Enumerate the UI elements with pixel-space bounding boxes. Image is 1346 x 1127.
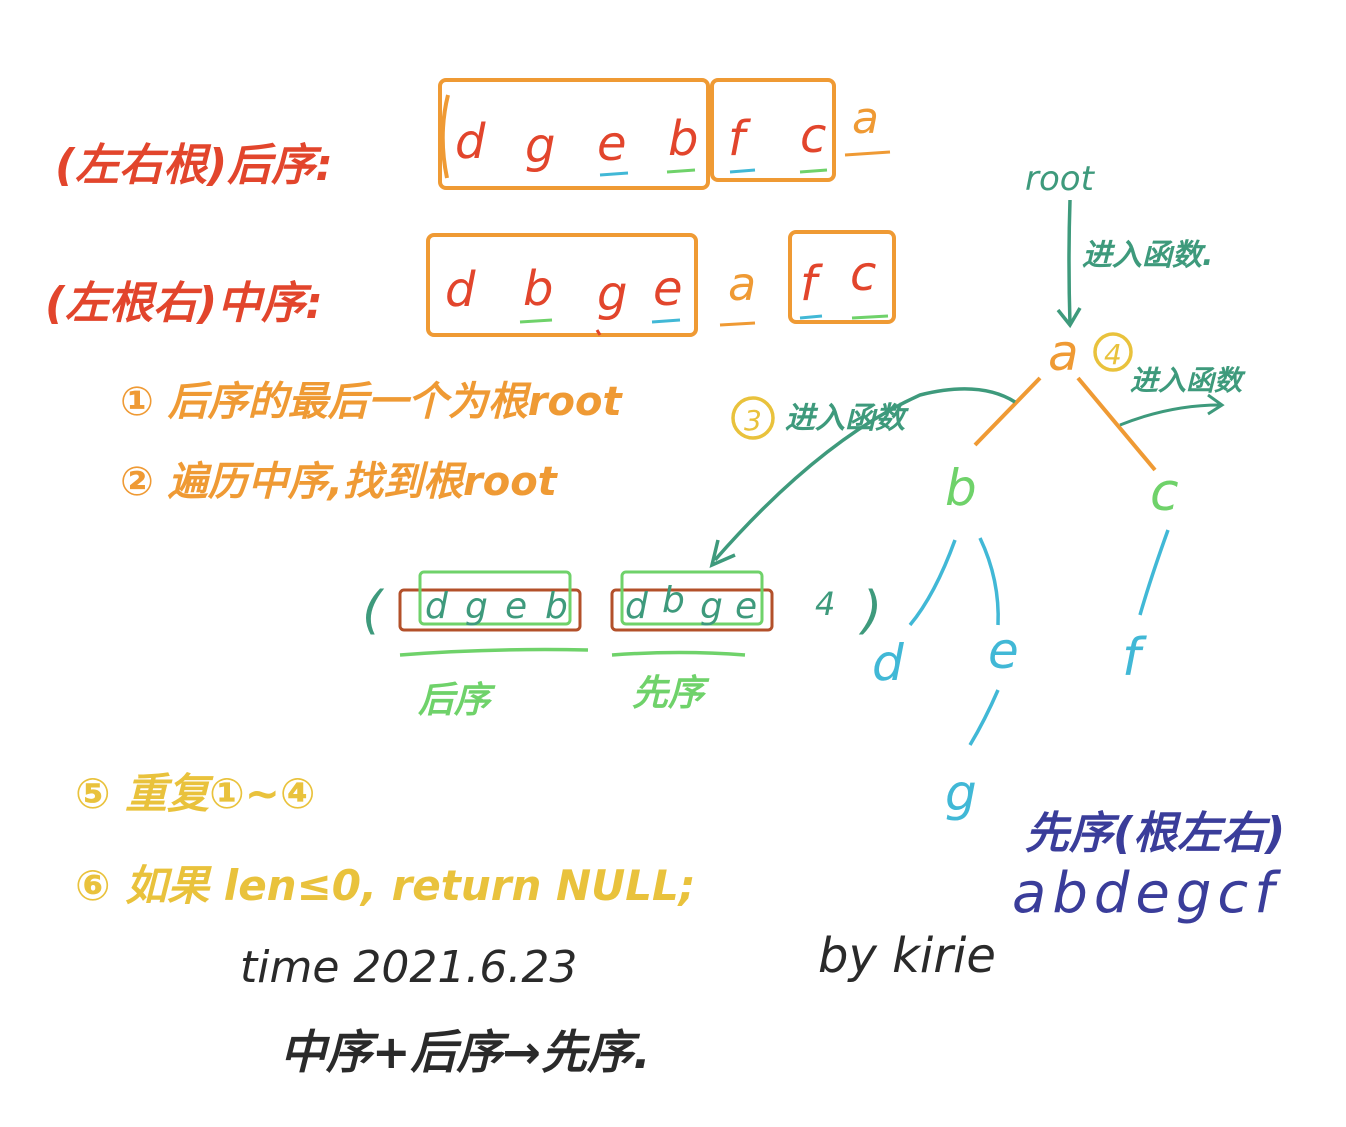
edge-b-d <box>908 539 957 627</box>
inorder-letter: d <box>445 262 476 318</box>
root-label: root <box>1025 159 1096 199</box>
sub1-letter: d <box>425 586 449 627</box>
footer-time: time 2021.6.23 <box>240 942 577 993</box>
sub2-letter: e <box>735 586 757 627</box>
footer-title: 中序+后序→先序. <box>280 1025 651 1079</box>
inorder-left-box <box>426 233 698 337</box>
inorder-label: (左根右)中序: <box>45 278 323 329</box>
underline-mark <box>844 150 891 157</box>
sub1-bracket <box>398 588 582 632</box>
step4-arrow <box>1119 403 1221 427</box>
step4-arrow-head <box>1207 393 1225 416</box>
node-g: g <box>945 764 977 822</box>
inorder-right-box <box>788 230 896 324</box>
step4-badge: 4 <box>1104 338 1122 371</box>
node-d: d <box>872 634 904 692</box>
inorder-row: (左根右)中序: d b g e a f c <box>45 230 896 337</box>
postorder-row: (左右根)后序: d g e b f c a <box>55 78 891 191</box>
inorder-letter: c <box>850 246 876 302</box>
underline-mark <box>719 321 756 327</box>
inorder-letter: b <box>523 261 553 317</box>
recursion-open-paren: ( <box>362 581 385 641</box>
node-c: c <box>1150 463 1179 523</box>
sub1-box <box>418 570 572 626</box>
postorder-letter: e <box>597 116 627 172</box>
underline-mark <box>519 318 553 324</box>
into-func-top: 进入函数. <box>1082 238 1213 273</box>
step3-badge-circle <box>731 396 775 440</box>
underline-mark <box>595 329 602 336</box>
recursion-call: ( d g e b 后序 d b g e 先序 4 ) <box>362 570 882 721</box>
step4-badge-circle <box>1093 332 1133 372</box>
step-1: ① 后序的最后一个为根root <box>120 379 623 425</box>
sub2-bracket <box>610 588 774 632</box>
edge-e-g <box>968 689 1000 746</box>
sub2-label: 先序 <box>632 673 710 714</box>
binary-tree: root 进入函数. a b c d e f g 4 进入函数 3 进入函数 <box>709 159 1246 822</box>
inorder-letter: e <box>653 261 683 317</box>
postorder-letter: d <box>455 114 486 170</box>
postorder-left-bracket <box>440 94 450 179</box>
sub1-underline <box>399 647 589 657</box>
underline-mark <box>799 168 828 174</box>
sub1-letter: g <box>465 586 488 627</box>
postorder-right-box <box>710 78 836 182</box>
postorder-letter: a <box>852 93 879 144</box>
sub2-letter: d <box>625 586 649 627</box>
node-b: b <box>945 459 977 517</box>
underline-mark <box>599 171 629 177</box>
recursion-close-paren: ) <box>858 581 882 641</box>
postorder-letter: g <box>525 118 555 174</box>
step3-arrow <box>713 387 1016 562</box>
edge-a-c <box>1076 376 1157 472</box>
sub1-label: 后序 <box>418 680 496 721</box>
inorder-letter: f <box>800 256 823 312</box>
preorder-label: 先序(根左右) <box>1025 808 1285 859</box>
sub1-letter: e <box>505 586 527 627</box>
postorder-left-box <box>438 78 710 190</box>
underline-mark <box>799 314 823 320</box>
underline-mark <box>851 314 889 320</box>
sub2-box <box>620 570 764 626</box>
footer-author: by kirie <box>818 928 996 984</box>
node-a: a <box>1048 324 1079 382</box>
postorder-letter: c <box>800 108 826 164</box>
node-e: e <box>988 622 1019 680</box>
sub2-letter: g <box>700 586 723 627</box>
sub2-letter: b <box>662 580 685 621</box>
inorder-letter: g <box>597 266 627 322</box>
postorder-label: (左右根)后序: <box>55 140 333 191</box>
step4-label: 进入函数 <box>1130 364 1246 397</box>
root-arrow-head <box>1056 307 1082 329</box>
postorder-letter: f <box>728 111 751 167</box>
step3-arrow-head <box>709 539 736 569</box>
step3-label: 进入函数 <box>785 401 909 436</box>
edge-b-e <box>978 537 1000 626</box>
edge-c-f <box>1138 529 1170 616</box>
sub2-underline <box>611 650 746 657</box>
sub1-letter: b <box>545 586 568 627</box>
step-5: ⑤ 重复①~④ <box>75 769 316 818</box>
inorder-letter: a <box>728 257 756 311</box>
underline-mark <box>729 168 756 174</box>
preorder-value: abdegcf <box>1012 861 1281 926</box>
edge-a-b <box>973 376 1042 447</box>
postorder-letter: b <box>668 111 698 167</box>
node-f: f <box>1122 628 1147 688</box>
underline-mark <box>651 318 681 324</box>
underline-mark <box>666 168 696 174</box>
step-2: ② 遍历中序,找到根root <box>120 459 559 505</box>
recursion-count: 4 <box>815 585 835 623</box>
step3-badge: 3 <box>744 404 762 437</box>
step-6: ⑥ 如果 len≤0, return NULL; <box>75 861 696 910</box>
root-arrow <box>1067 199 1072 326</box>
